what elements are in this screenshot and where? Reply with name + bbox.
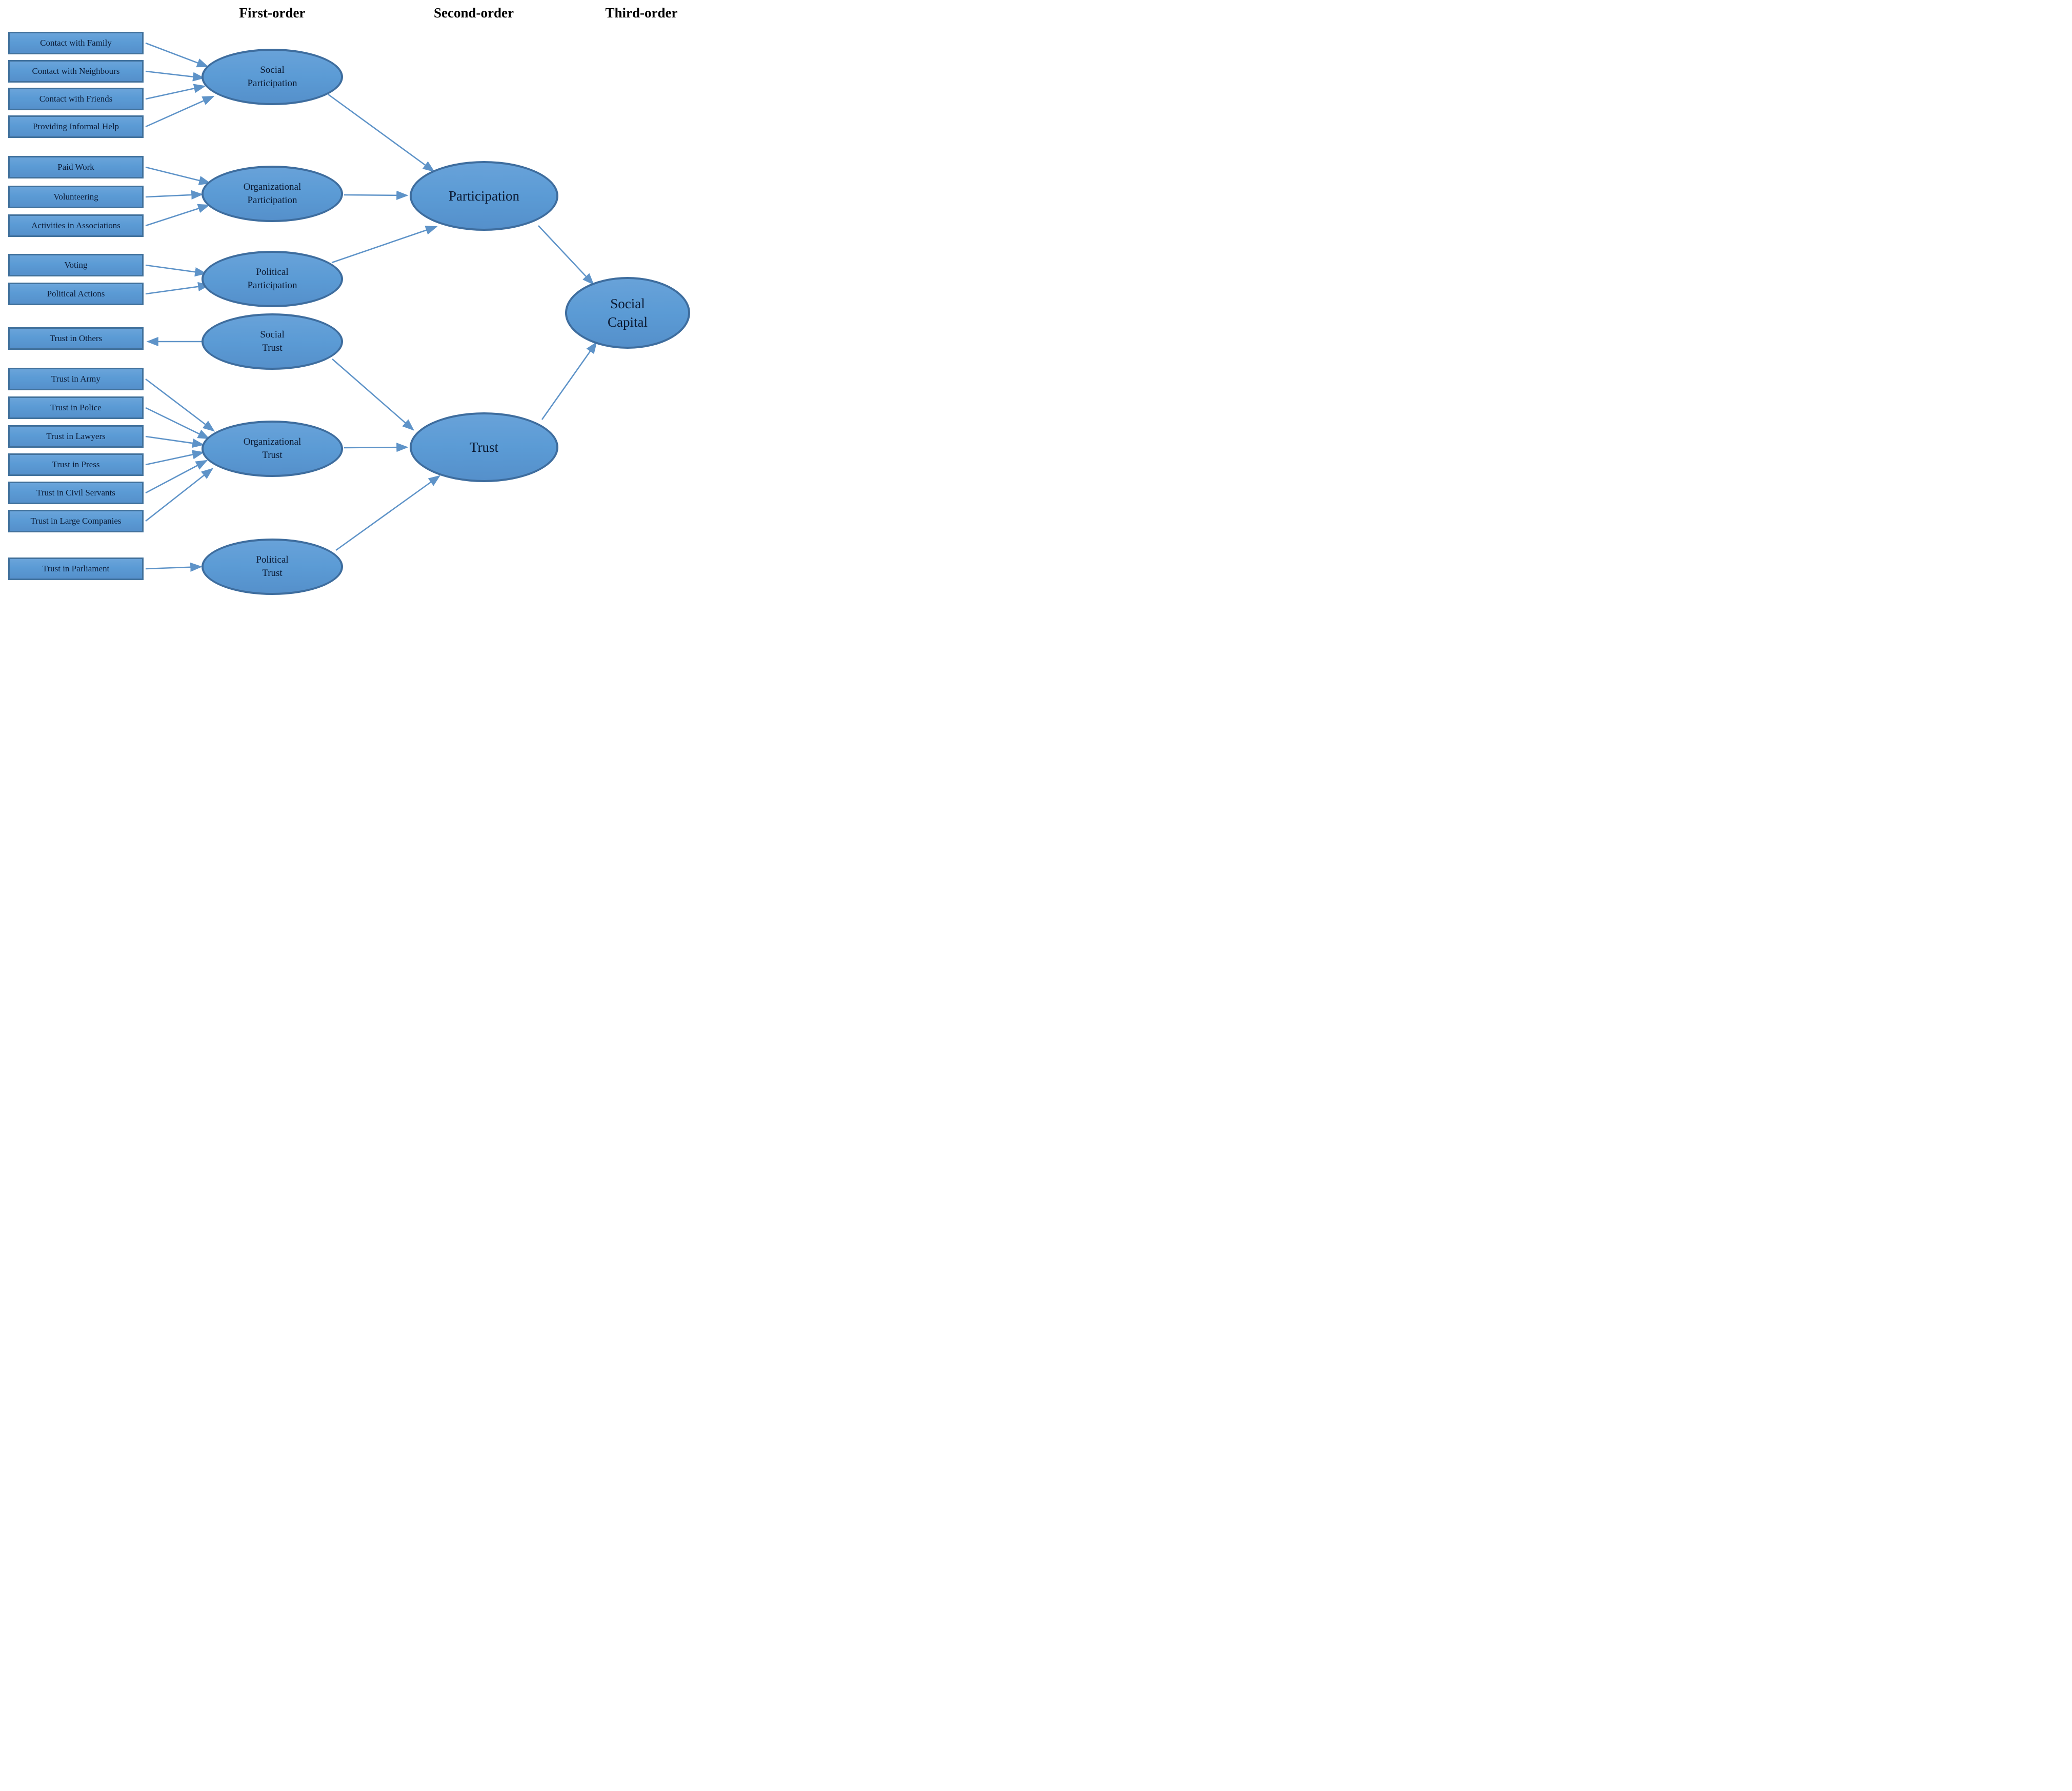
factor-label: Trust	[469, 439, 499, 455]
arrow-contact-with-family-to-social-participation	[145, 42, 209, 68]
arrow-social-trust-to-trust	[332, 359, 414, 431]
indicator-label: Paid Work	[57, 162, 94, 172]
indicator-label: Volunteering	[53, 192, 98, 202]
indicator-box-political-actions: Political Actions	[8, 283, 144, 305]
column-header-second-order: Second-order	[434, 5, 514, 21]
factor-ellipse-social-capital: Social Capital	[565, 277, 690, 349]
indicator-box-trust-in-police: Trust in Police	[8, 396, 144, 419]
factor-ellipse-trust: Trust	[410, 412, 558, 482]
indicator-box-voting: Voting	[8, 254, 144, 276]
indicator-label: Trust in Press	[52, 460, 100, 469]
arrow-political-trust-to-trust	[335, 475, 441, 551]
arrow-trust-to-social-capital	[541, 341, 597, 420]
arrow-trust-in-army-to-organizational-trust	[145, 378, 215, 432]
indicator-box-trust-in-others: Trust in Others	[8, 327, 144, 350]
indicator-label: Political Actions	[47, 289, 105, 298]
indicator-label: Trust in Others	[49, 333, 103, 343]
indicator-box-contact-with-friends: Contact with Friends	[8, 88, 144, 110]
factor-ellipse-political-trust: Political Trust	[202, 539, 343, 595]
factor-ellipse-organizational-participation: Organizational Participation	[202, 166, 343, 222]
indicator-label: Providing Informal Help	[32, 122, 119, 131]
indicator-label: Contact with Friends	[39, 94, 113, 104]
indicator-label: Trust in Large Companies	[30, 516, 122, 526]
column-header-first-order: First-order	[239, 5, 306, 21]
factor-ellipse-social-trust: Social Trust	[202, 313, 343, 370]
indicator-box-paid-work: Paid Work	[8, 156, 144, 178]
factor-ellipse-political-participation: Political Participation	[202, 251, 343, 307]
factor-label: Organizational Trust	[243, 436, 301, 461]
arrow-political-participation-to-participation	[331, 226, 438, 264]
indicator-box-volunteering: Volunteering	[8, 186, 144, 208]
arrow-paid-work-to-organizational-participation	[145, 166, 211, 185]
indicator-box-contact-with-family: Contact with Family	[8, 32, 144, 54]
factor-ellipse-social-participation: Social Participation	[202, 49, 343, 105]
indicator-box-providing-informal-help: Providing Informal Help	[8, 115, 144, 138]
factor-ellipse-participation: Participation	[410, 161, 558, 231]
indicator-box-trust-in-civil-servants: Trust in Civil Servants	[8, 482, 144, 504]
arrow-contact-with-neighbours-to-social-participation	[145, 70, 205, 82]
indicator-box-trust-in-lawyers: Trust in Lawyers	[8, 425, 144, 448]
indicator-box-trust-in-army: Trust in Army	[8, 368, 144, 390]
indicator-label: Contact with Neighbours	[32, 66, 120, 76]
factor-label: Political Trust	[256, 554, 289, 579]
arrow-trust-in-press-to-organizational-trust	[145, 450, 205, 466]
arrow-activities-in-associations-to-organizational-participation	[145, 204, 210, 227]
factor-label: Participation	[449, 188, 519, 204]
indicator-box-trust-in-press: Trust in Press	[8, 453, 144, 476]
indicator-box-activities-in-associations: Activities in Associations	[8, 214, 144, 237]
sem-diagram: First-order Second-order Third-order	[0, 0, 691, 597]
indicator-label: Trust in Army	[51, 374, 100, 384]
indicator-box-contact-with-neighbours: Contact with Neighbours	[8, 60, 144, 83]
factor-label: Social Participation	[247, 65, 297, 89]
indicator-label: Activities in Associations	[31, 221, 120, 230]
factor-ellipse-organizational-trust: Organizational Trust	[202, 421, 343, 477]
arrow-social-participation-to-participation	[328, 93, 435, 172]
arrow-trust-in-civil-servants-to-organizational-trust	[145, 460, 208, 494]
arrow-voting-to-political-participation	[145, 264, 207, 277]
indicator-label: Trust in Parliament	[42, 564, 110, 573]
factor-label: Social Capital	[608, 295, 648, 330]
indicator-label: Trust in Lawyers	[46, 431, 106, 441]
arrow-trust-in-parliament-to-political-trust	[145, 562, 203, 572]
indicator-box-trust-in-parliament: Trust in Parliament	[8, 558, 144, 580]
arrow-trust-in-police-to-organizational-trust	[145, 407, 210, 440]
indicator-label: Contact with Family	[40, 38, 112, 48]
column-header-third-order: Third-order	[605, 5, 678, 21]
arrow-trust-in-lawyers-to-organizational-trust	[145, 435, 205, 448]
factor-label: Organizational Participation	[243, 182, 301, 206]
factor-label: Social Trust	[260, 329, 285, 353]
arrow-volunteering-to-organizational-participation	[145, 190, 204, 200]
factor-label: Political Participation	[247, 267, 297, 291]
indicator-box-trust-in-large-companies: Trust in Large Companies	[8, 510, 144, 532]
arrow-trust-in-large-companies-to-organizational-trust	[145, 468, 214, 522]
arrow-organizational-trust-to-trust	[344, 443, 409, 452]
indicator-label: Voting	[64, 260, 88, 270]
arrow-providing-informal-help-to-social-participation	[145, 95, 215, 128]
indicator-label: Trust in Civil Servants	[36, 488, 115, 497]
indicator-label: Trust in Police	[50, 403, 102, 412]
arrow-contact-with-friends-to-social-participation	[145, 84, 206, 100]
arrow-participation-to-social-capital	[538, 225, 594, 285]
arrow-political-actions-to-political-participation	[145, 282, 210, 295]
